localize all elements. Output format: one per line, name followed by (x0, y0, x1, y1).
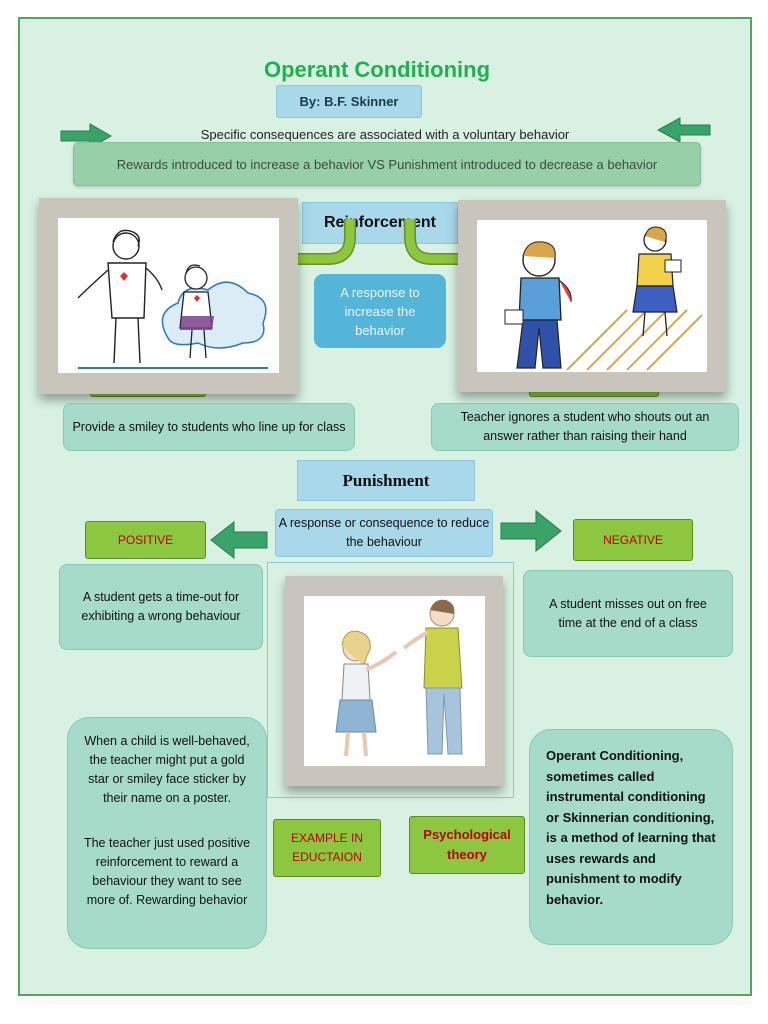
left-arrow-icon (210, 521, 268, 559)
education-example-box: When a child is well-behaved, the teache… (67, 717, 267, 949)
poster-page: Operant Conditioning By: B.F. Skinner Sp… (18, 17, 752, 996)
psychological-theory-button[interactable]: Psychological theory (409, 816, 525, 874)
center-photo-outline (267, 562, 514, 798)
specific-consequences-text: Specific consequences are associated wit… (200, 127, 570, 141)
punishment-heading: Punishment (297, 460, 475, 501)
author-byline: By: B.F. Skinner (276, 85, 422, 118)
reinforcement-connectors (270, 219, 490, 265)
teacher-praise-drawing (77, 229, 268, 369)
negative-punishment-example: A student misses out on free time at the… (523, 570, 733, 657)
reduce-behaviour-definition: A response or consequence to reduce the … (275, 509, 493, 557)
education-paragraph-1: When a child is well-behaved, the teache… (84, 734, 250, 805)
scolding-drawing (335, 599, 463, 757)
positive-punishment-example: A student gets a time-out for exhibiting… (59, 564, 263, 650)
negative-label: NEGATIVE (573, 519, 693, 561)
page-title: Operant Conditioning (263, 57, 491, 82)
two-children-illustration (458, 200, 726, 392)
theory-description: Operant Conditioning, sometimes called i… (529, 729, 733, 945)
education-paragraph-2: The teacher just used positive reinforce… (83, 836, 251, 907)
reinforcement-heading: Reinforcement (302, 202, 458, 244)
teacher-child-illustration (39, 198, 298, 394)
right-arrow-icon (500, 510, 562, 552)
children-drawing (504, 226, 703, 371)
rewards-vs-punishment-banner: Rewards introduced to increase a behavio… (73, 142, 701, 186)
positive-label: POSITIVE (85, 521, 206, 559)
negative-reinforcement-example: Teacher ignores a student who shouts out… (431, 403, 739, 451)
adult-child-illustration (285, 576, 503, 786)
example-in-education-button[interactable]: EXAMPLE IN EDUCTAION (273, 819, 381, 877)
left-arrow-icon (657, 117, 711, 143)
increase-behavior-definition: A response to increase the behavior (314, 274, 446, 348)
positive-reinforcement-example: Provide a smiley to students who line up… (63, 403, 355, 451)
